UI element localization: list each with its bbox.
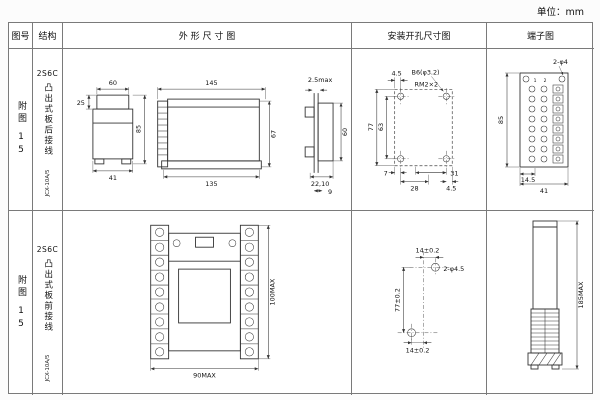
unit-label: 单位：mm xyxy=(536,7,584,18)
corner-screws xyxy=(522,75,566,83)
structure-cell-row1: 2S6C 凸出式板后接线 JCX-10A/5 xyxy=(33,49,63,211)
terminal-screws-left xyxy=(155,227,165,357)
dim-label: 14±0.2 xyxy=(416,246,440,254)
header-mounting-holes: 安装开孔尺寸图 xyxy=(352,23,487,49)
terminal-drawing-cell-row1: 1 2 2-φ4 xyxy=(487,49,594,211)
outline-drawing-cell-row2: 100MAX 90MAX xyxy=(63,211,352,395)
terminal-number: 2 xyxy=(544,78,547,84)
dim-label: 28 xyxy=(410,185,418,193)
dim-label: 7 xyxy=(384,170,388,178)
dim-label: 85 xyxy=(497,116,505,124)
hole-spec-label: 2-φ4.5 xyxy=(443,265,464,273)
terminal-diagram-rear-wiring: 1 2 2-φ4 xyxy=(497,58,569,195)
mounting-drawing-cell-row2: 14±0.2 2-φ4.5 77±0.2 14±0.2 xyxy=(352,211,487,395)
figure-number: 15 xyxy=(16,305,26,332)
model-name: 2S6C xyxy=(36,69,59,78)
mounting-holes-rear-wiring: 4.5 B6(φ3.2) RM2×2 77 63 7 31 28 xyxy=(367,68,459,193)
terminal-stack-stripes xyxy=(531,309,559,353)
terminal-screws-right xyxy=(244,227,254,357)
dim-label: 31 xyxy=(450,170,458,178)
terminal-screw-cells xyxy=(552,84,564,164)
case-screws xyxy=(172,239,237,247)
dim-label: 60 xyxy=(341,128,349,136)
terminal-number: 1 xyxy=(534,78,537,84)
relay-front-view xyxy=(157,98,262,170)
dim-label: 90MAX xyxy=(193,372,216,380)
structure-description: 凸出式板前接线 xyxy=(42,259,53,333)
structure-description: 凸出式板后接线 xyxy=(42,83,53,157)
dim-label: 100MAX xyxy=(268,278,276,305)
terminal-row-dividers xyxy=(150,239,259,345)
structure-cell-row2: 2S6C 凸出式板前接线 JCX-10A/5 xyxy=(33,211,63,395)
dim-label: 60 xyxy=(109,79,117,87)
header-structure: 结构 xyxy=(33,23,63,49)
dim-label: 135 xyxy=(205,180,217,188)
panel-cutout-outline xyxy=(394,88,453,167)
dim-label: 9 xyxy=(328,188,332,196)
hole-spec-label: 2-φ4 xyxy=(553,58,568,66)
dim-label: 67 xyxy=(269,130,277,138)
figure-number-cell-row1: 附图 15 xyxy=(9,49,33,211)
outline-drawing-front-wiring: 100MAX 90MAX xyxy=(150,224,276,380)
relay-code: JCX-10A/5 xyxy=(44,169,51,197)
terminal-drawing-cell-row2: 185MAX xyxy=(487,211,594,395)
terminal-pins xyxy=(157,106,168,156)
mounting-holes-front-wiring: 14±0.2 2-φ4.5 77±0.2 14±0.2 xyxy=(394,246,465,355)
terminal-contacts xyxy=(528,85,548,163)
dim-label: 85 xyxy=(135,125,143,133)
header-fig-no: 图号 xyxy=(9,23,33,49)
figure-label: 附图 xyxy=(16,101,26,125)
thread-spec-label: RM2×2 xyxy=(415,80,439,88)
technical-drawing-table: 图号 结构 外 形 尺 寸 图 安装开孔尺寸图 端子图 附图 15 2S6C 凸… xyxy=(8,22,594,395)
dim-label: 2.5max xyxy=(308,76,333,84)
dim-label: 14.5 xyxy=(521,176,535,184)
hole-centerlines xyxy=(392,88,455,167)
relay-side-view xyxy=(92,94,134,165)
dim-label: 77 xyxy=(367,123,375,131)
dim-label: 77±0.2 xyxy=(394,288,402,312)
mounting-holes xyxy=(397,92,450,163)
dim-label: 4.5 xyxy=(392,69,402,77)
figure-label: 附图 xyxy=(16,274,26,299)
dim-label: 25 xyxy=(77,99,85,107)
terminal-side-view-front-wiring: 185MAX xyxy=(527,220,585,370)
header-terminal-diagram: 端子图 xyxy=(487,23,594,49)
dim-label: 185MAX xyxy=(577,281,585,308)
header-outline-dims: 外 形 尺 寸 图 xyxy=(63,23,352,49)
dim-label: 22,10 xyxy=(311,180,330,188)
mounting-holes xyxy=(407,263,440,338)
dim-label: 4.5 xyxy=(446,185,456,193)
relay-code: JCX-10A/5 xyxy=(44,354,51,382)
figure-number: 15 xyxy=(16,132,26,158)
dim-label: 41 xyxy=(540,187,548,195)
hole-spec-label: B6(φ3.2) xyxy=(412,68,440,76)
outline-drawing-rear-wiring: 60 25 41 85 xyxy=(77,76,349,196)
figure-number-cell-row2: 附图 15 xyxy=(9,211,33,395)
outline-drawing-cell-row1: 60 25 41 85 xyxy=(63,49,352,211)
base-hatching xyxy=(530,352,562,366)
dim-label: 14±0.2 xyxy=(406,347,430,355)
dim-label: 41 xyxy=(109,174,117,182)
centerlines xyxy=(397,251,450,349)
panel-mount-profile xyxy=(304,93,334,173)
dim-label: 145 xyxy=(205,79,217,87)
model-name: 2S6C xyxy=(36,245,59,254)
terminal-block-outline xyxy=(519,72,569,168)
dim-label: 63 xyxy=(377,123,385,131)
mounting-drawing-cell-row1: 4.5 B6(φ3.2) RM2×2 77 63 7 31 28 xyxy=(352,49,487,211)
relay-front-view-with-terminals xyxy=(150,224,259,360)
